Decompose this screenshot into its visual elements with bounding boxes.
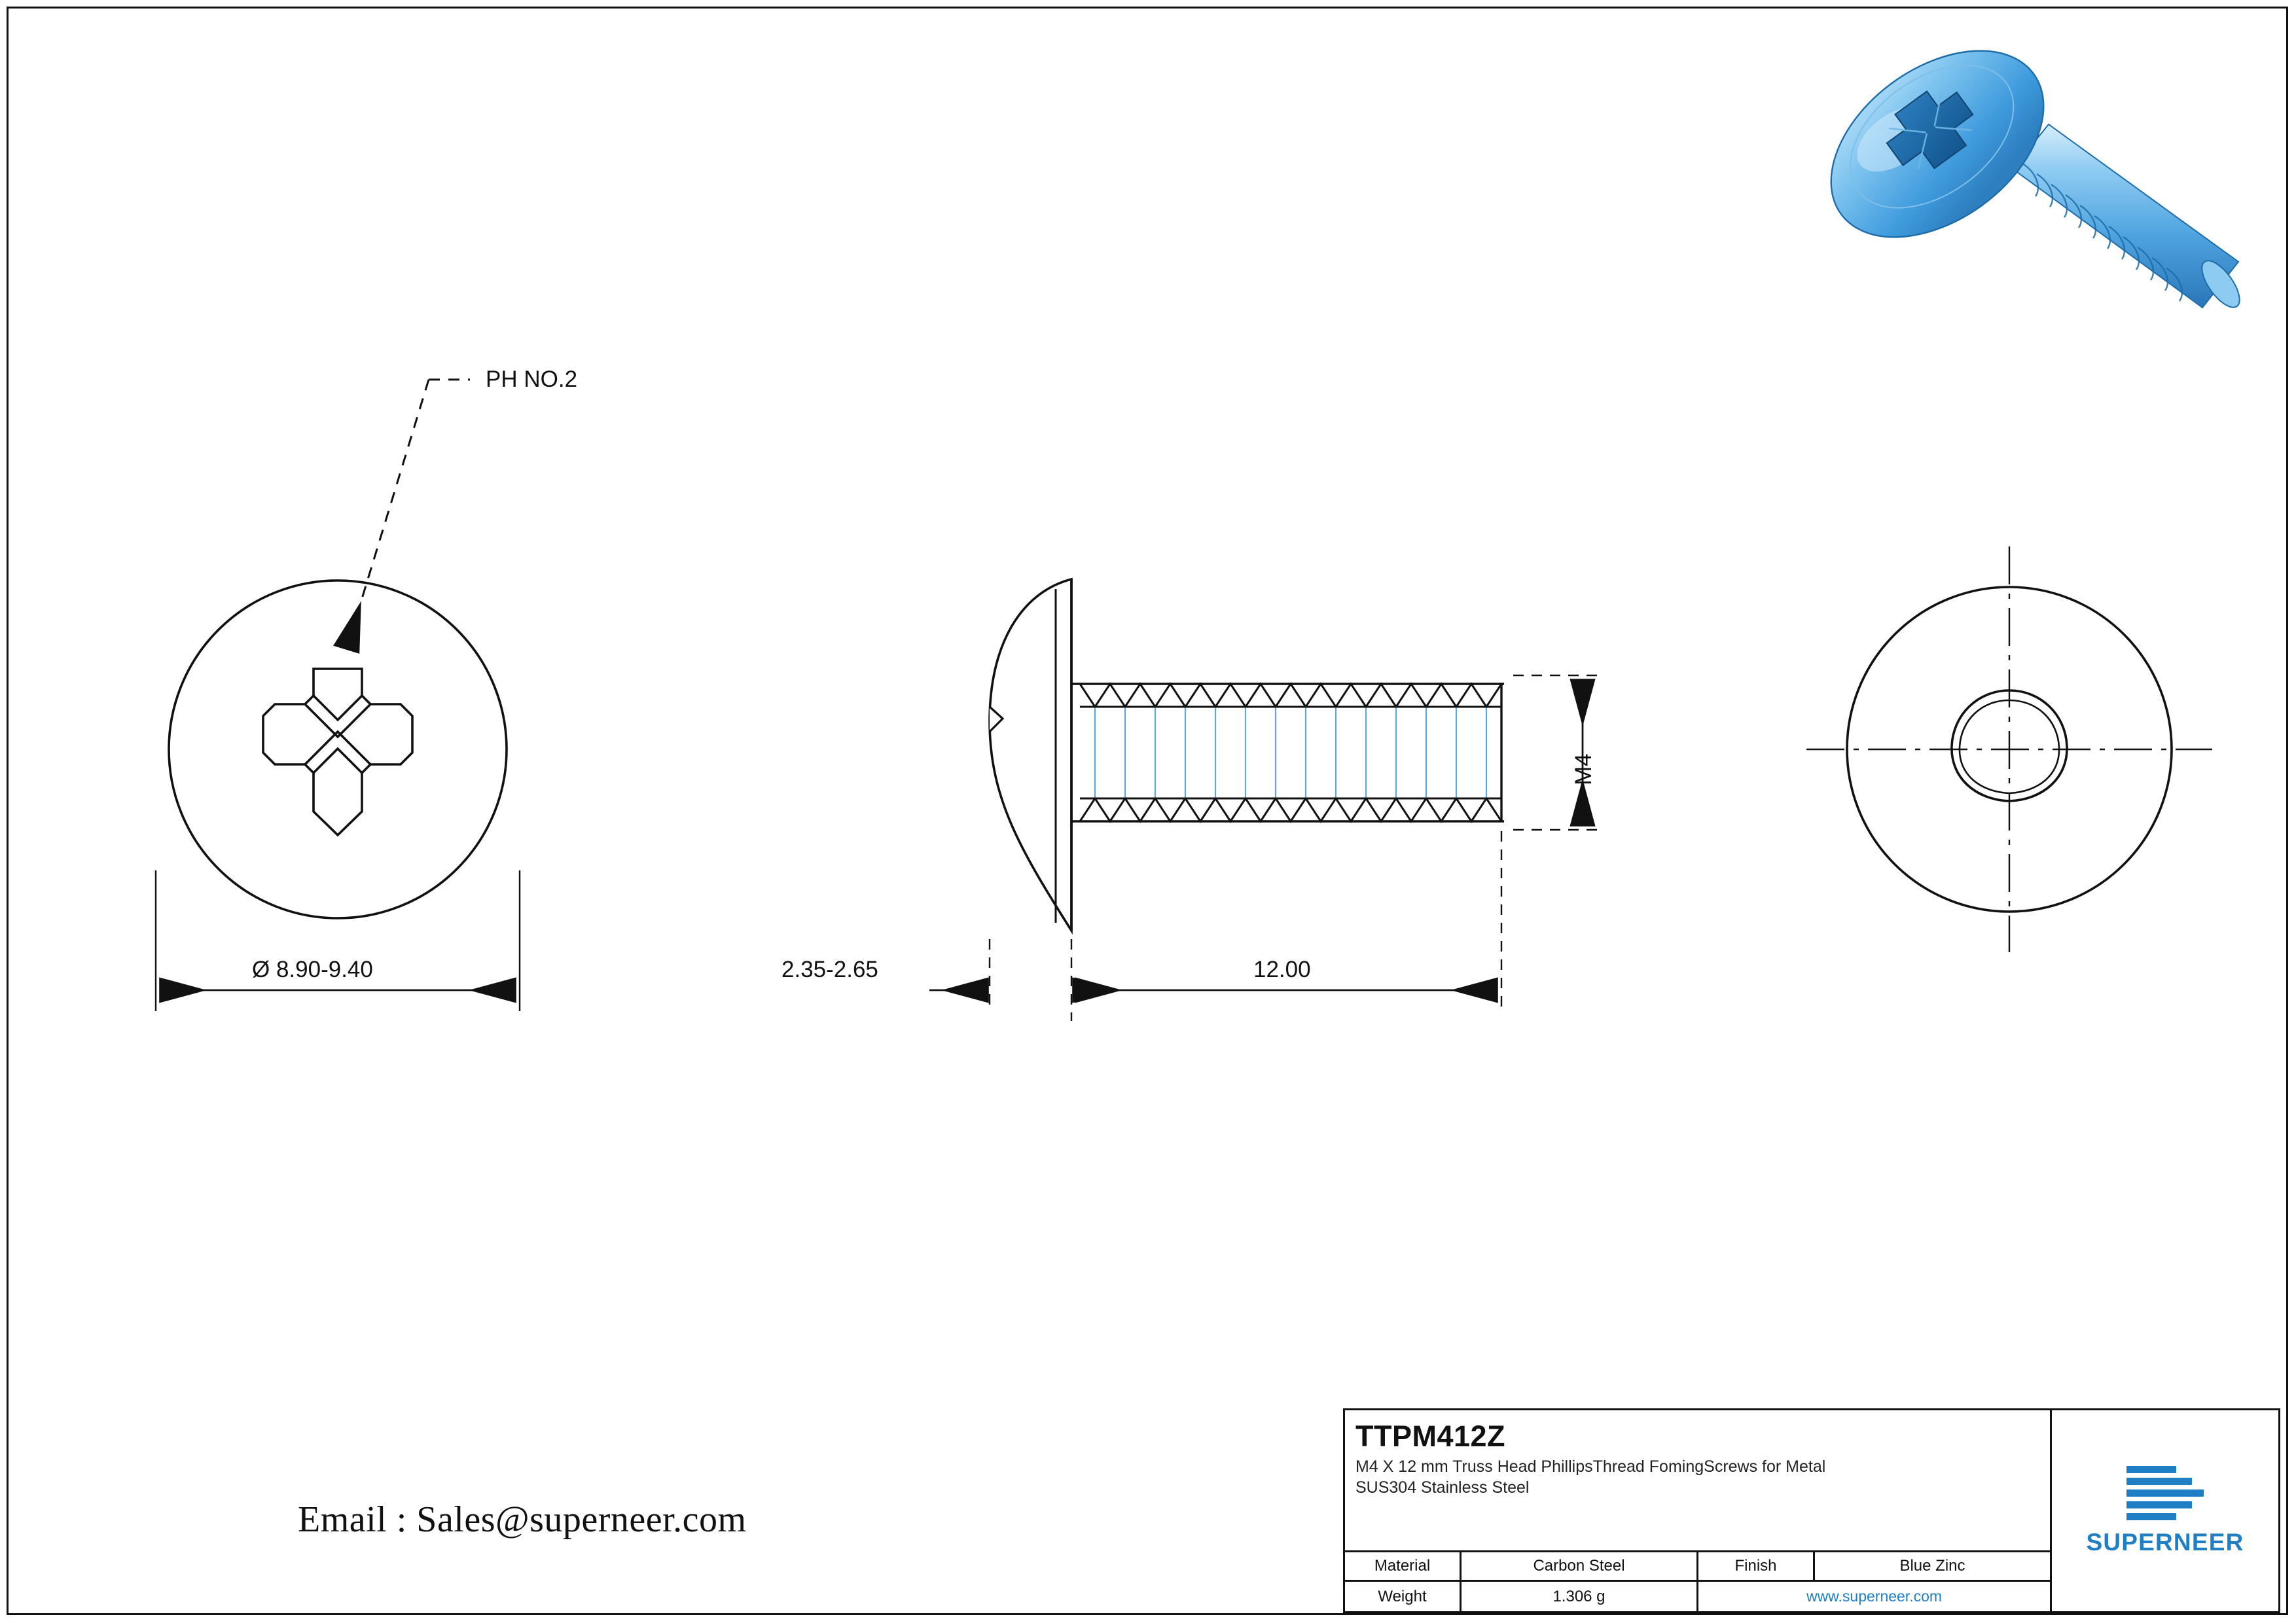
spec-row-weight: Weight 1.306 g www.superneer.com [1345,1582,2050,1611]
description-line-2: SUS304 Stainless Steel [1355,1478,1530,1497]
callout-ph-no2: PH NO.2 [486,366,578,392]
render-screw-3d [1830,50,2240,309]
spec-row-material: Material Carbon Steel Finish Blue Zinc [1345,1552,2050,1582]
material-value: Carbon Steel [1462,1552,1698,1580]
view-head-top [154,378,521,1011]
dim-thread-m4: M4 [1571,753,1596,785]
dim-head-diameter: Ø 8.90-9.40 [252,957,373,982]
contact-email: Email : Sales@superneer.com [298,1499,747,1540]
title-block: TTPM412Z M4 X 12 mm Truss Head PhillipsT… [1343,1408,2280,1613]
weight-label: Weight [1345,1582,1462,1611]
brand-name: SUPERNEER [2086,1528,2244,1556]
weight-value: 1.306 g [1462,1582,1698,1611]
part-description: M4 X 12 mm Truss Head PhillipsThread Fom… [1345,1456,2050,1550]
brand-block: SUPERNEER [2052,1410,2278,1611]
finish-label: Finish [1698,1552,1815,1580]
finish-value: Blue Zinc [1899,1557,1965,1575]
spec-table: Material Carbon Steel Finish Blue Zinc W… [1345,1550,2050,1611]
view-end [1806,546,2212,952]
title-block-info: TTPM412Z M4 X 12 mm Truss Head PhillipsT… [1345,1410,2052,1611]
dim-length: 12.00 [1253,957,1311,982]
material-label: Material [1345,1552,1462,1580]
dim-head-height: 2.35-2.65 [781,957,878,982]
drawing-border [7,7,2288,1615]
website-link[interactable]: www.superneer.com [1806,1588,1943,1605]
view-side-section [929,577,1600,1021]
superneer-logo-icon [2126,1465,2204,1521]
description-line-1: M4 X 12 mm Truss Head PhillipsThread Fom… [1355,1457,1826,1476]
part-number: TTPM412Z [1355,1419,1506,1453]
